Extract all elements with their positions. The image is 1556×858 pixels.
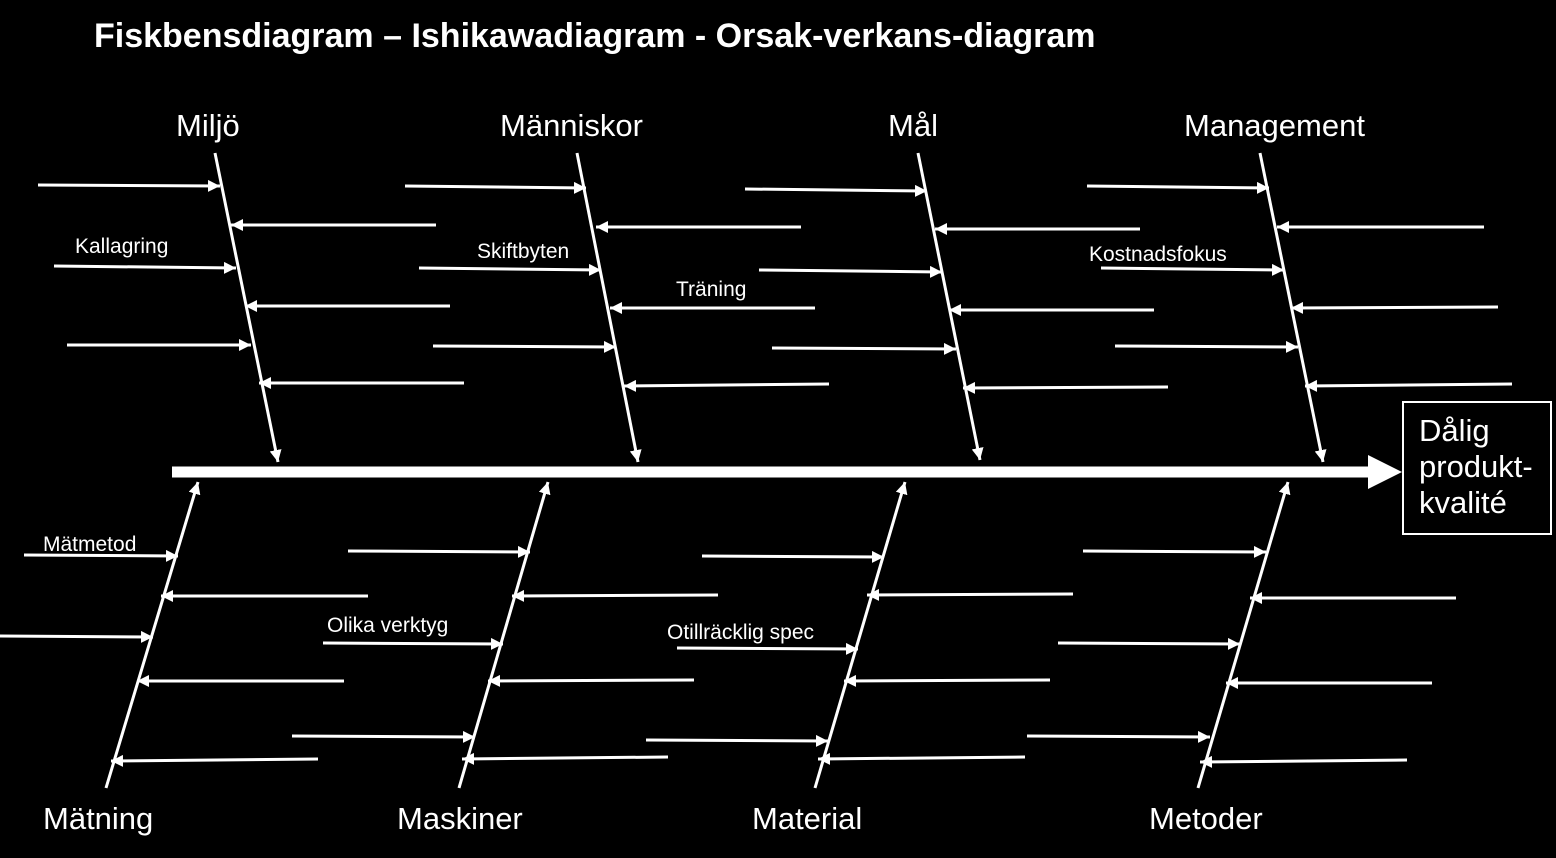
cause-arrow	[1199, 755, 1408, 768]
cause-arrows-metoder	[1026, 545, 1456, 768]
category-label-maskiner: Maskiner	[397, 801, 523, 836]
category-label-matning: Mätning	[43, 801, 153, 836]
cause-label: Träning	[676, 278, 746, 301]
category-label-manniskor: Människor	[500, 108, 643, 143]
cause-arrow	[432, 340, 617, 353]
bone-mal	[916, 152, 984, 461]
page-title: Fiskbensdiagram – Ishikawadiagram - Orsa…	[94, 17, 1096, 55]
bone-maskiner	[457, 481, 551, 789]
cause-arrow	[0, 630, 154, 643]
cause-arrow	[322, 637, 504, 650]
cause-arrow	[37, 179, 221, 192]
cause-arrows-maskiner	[291, 545, 719, 765]
cause-arrow	[843, 674, 1051, 687]
cause-arrow	[1026, 730, 1211, 743]
cause-label: Otillräcklig spec	[667, 621, 814, 644]
cause-arrow	[404, 181, 587, 194]
category-label-management: Management	[1184, 108, 1365, 143]
cause-arrow	[623, 379, 830, 392]
cause-arrow	[676, 642, 859, 655]
effect-line: produkt-	[1419, 449, 1533, 484]
cause-arrow	[1290, 301, 1499, 314]
bone-manniskor	[575, 152, 642, 463]
cause-arrows-matning	[0, 549, 368, 767]
cause-label: Kallagring	[75, 235, 168, 258]
cause-arrow	[1100, 263, 1285, 276]
cause-arrow	[291, 730, 476, 743]
category-label-miljo: Miljö	[176, 108, 240, 143]
cause-arrow	[23, 549, 179, 562]
effect-line: Dålig	[1419, 413, 1490, 448]
cause-arrow	[744, 184, 928, 197]
category-label-metoder: Metoder	[1149, 801, 1263, 836]
cause-label: Kostnadsfokus	[1089, 243, 1227, 266]
cause-arrow	[418, 263, 602, 276]
cause-arrows-manniskor	[404, 181, 830, 392]
cause-arrow	[758, 265, 943, 278]
cause-arrow	[962, 381, 1169, 394]
cause-arrows-management	[1086, 181, 1513, 392]
cause-arrow	[645, 734, 829, 747]
bone-metoder	[1196, 481, 1291, 789]
bone-material	[813, 481, 908, 789]
cause-arrow	[1114, 340, 1299, 353]
cause-arrow	[511, 589, 719, 602]
cause-arrow	[817, 752, 1026, 765]
bone-matning	[104, 481, 201, 789]
category-label-mal: Mål	[888, 108, 938, 143]
category-label-material: Material	[752, 801, 862, 836]
cause-label: Olika verktyg	[327, 614, 448, 637]
cause-arrow	[110, 754, 319, 767]
cause-arrows-mal	[744, 184, 1169, 394]
cause-arrows-material	[645, 550, 1074, 765]
effect-line: kvalité	[1419, 485, 1507, 520]
cause-arrow	[1304, 379, 1513, 392]
cause-arrow	[461, 752, 669, 765]
cause-arrow	[866, 588, 1074, 601]
cause-arrow	[53, 261, 237, 274]
cause-label: Skiftbyten	[477, 240, 569, 263]
effect-box: Dålig produkt- kvalité	[1402, 401, 1552, 535]
cause-arrow	[1082, 545, 1267, 558]
cause-arrow	[347, 545, 531, 558]
cause-arrow	[1086, 181, 1270, 194]
cause-arrows-miljo	[37, 179, 464, 389]
cause-arrow	[487, 674, 695, 687]
spine-arrowhead	[1368, 455, 1402, 489]
cause-arrow	[771, 342, 957, 355]
cause-label: Mätmetod	[43, 533, 136, 556]
cause-arrow	[701, 550, 885, 563]
cause-arrow	[1057, 637, 1241, 650]
